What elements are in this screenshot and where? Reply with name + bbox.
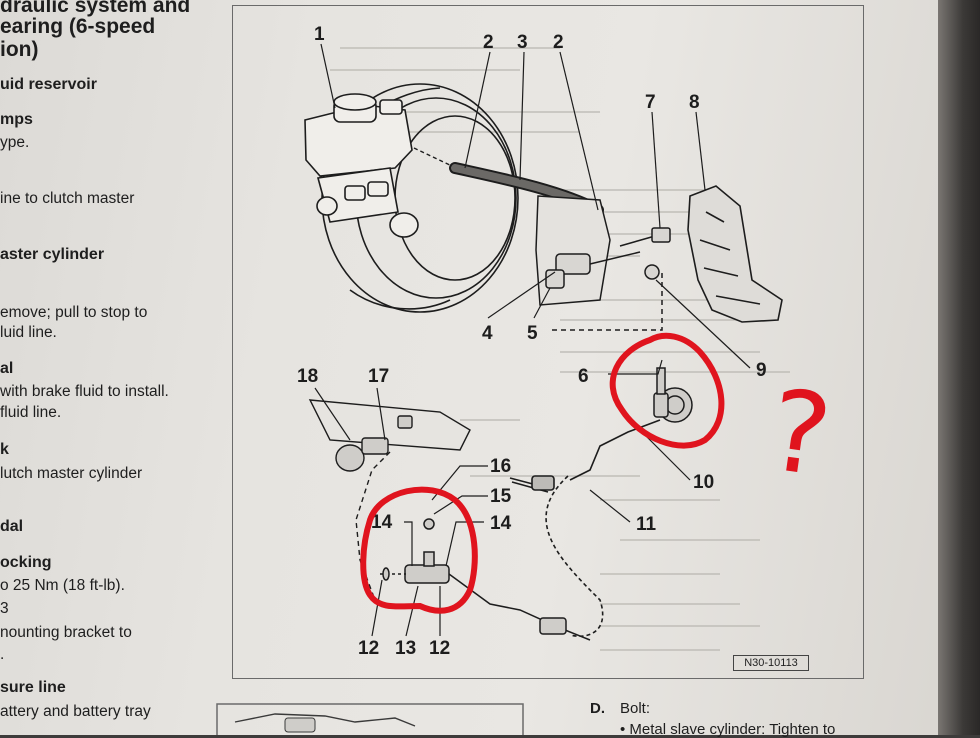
callout-2: 2: [483, 32, 494, 53]
text-line: 3: [0, 600, 9, 617]
clutch-master-cylinder: [535, 195, 671, 331]
callout-10: 10: [693, 472, 714, 493]
text-line: nounting bracket to: [0, 624, 132, 641]
step-bullet: • Metal slave cylinder: Tighten to: [620, 721, 836, 738]
callout-11: 11: [636, 514, 657, 535]
next-figure-thumbnail: [216, 703, 524, 735]
section-heading-line: ion): [0, 38, 39, 61]
text-line: attery and battery tray: [0, 703, 151, 720]
text-line: ocking: [0, 554, 52, 571]
slave-cylinder: [653, 367, 693, 423]
callout-leaders: [314, 43, 751, 637]
bleed-through-text: [330, 47, 790, 651]
red-annotation-circles: [360, 332, 725, 614]
clutch-pedal: [687, 185, 783, 323]
callout-16: 16: [490, 456, 511, 477]
text-line: mps: [0, 111, 33, 128]
figure-reference: N30-10113: [733, 655, 809, 671]
text-line: ine to clutch master: [0, 190, 135, 207]
text-line: fluid line.: [0, 404, 62, 421]
text-line: lutch master cylinder: [0, 465, 143, 482]
callout-6: 6: [578, 366, 589, 387]
callout-1: 1: [314, 24, 325, 45]
step-label: D.: [590, 700, 605, 717]
step-title: Bolt:: [620, 700, 651, 717]
text-line: dal: [0, 518, 24, 535]
callout-14: 14: [371, 512, 393, 533]
callout-18: 18: [297, 366, 318, 387]
pressure-line: [509, 419, 661, 637]
section-heading-line: draulic system and: [0, 0, 191, 17]
callout-2: 2: [553, 32, 564, 53]
callout-numbers: 1 2 3 2 7 8 4 5 6 9 18 17 10 11 16 15 14…: [297, 24, 767, 659]
text-line: emove; pull to stop to: [0, 304, 148, 321]
engine-bracket: [308, 399, 471, 601]
text-line: uid reservoir: [0, 76, 97, 93]
text-line: sure line: [0, 679, 66, 696]
callout-7: 7: [645, 92, 656, 113]
callout-17: 17: [368, 366, 389, 387]
callout-3: 3: [517, 32, 528, 53]
text-line: with brake fluid to install.: [0, 383, 169, 400]
callout-4: 4: [482, 323, 493, 344]
callout-5: 5: [527, 323, 538, 344]
text-line: aster cylinder: [0, 246, 105, 263]
text-line: .: [0, 646, 5, 663]
callout-8: 8: [689, 92, 700, 113]
text-line: k: [0, 441, 9, 458]
text-line: o 25 Nm (18 ft-lb).: [0, 577, 125, 594]
page-edge: [938, 0, 980, 735]
section-heading-line: earing (6-speed: [0, 15, 156, 38]
callout-14: 14: [490, 513, 512, 534]
diagram-frame: [232, 5, 864, 679]
text-line: al: [0, 360, 14, 377]
callout-13: 13: [395, 638, 416, 659]
callout-12: 12: [358, 638, 379, 659]
master-cylinder: [304, 93, 419, 238]
left-text-column: draulic system and earing (6-speed ion) …: [0, 0, 215, 735]
callout-12: 12: [429, 638, 450, 659]
bleeder-valve: [380, 518, 591, 641]
text-line: luid line.: [0, 324, 57, 341]
text-line: ype.: [0, 134, 30, 151]
callout-15: 15: [490, 486, 512, 507]
callout-9: 9: [756, 360, 767, 381]
